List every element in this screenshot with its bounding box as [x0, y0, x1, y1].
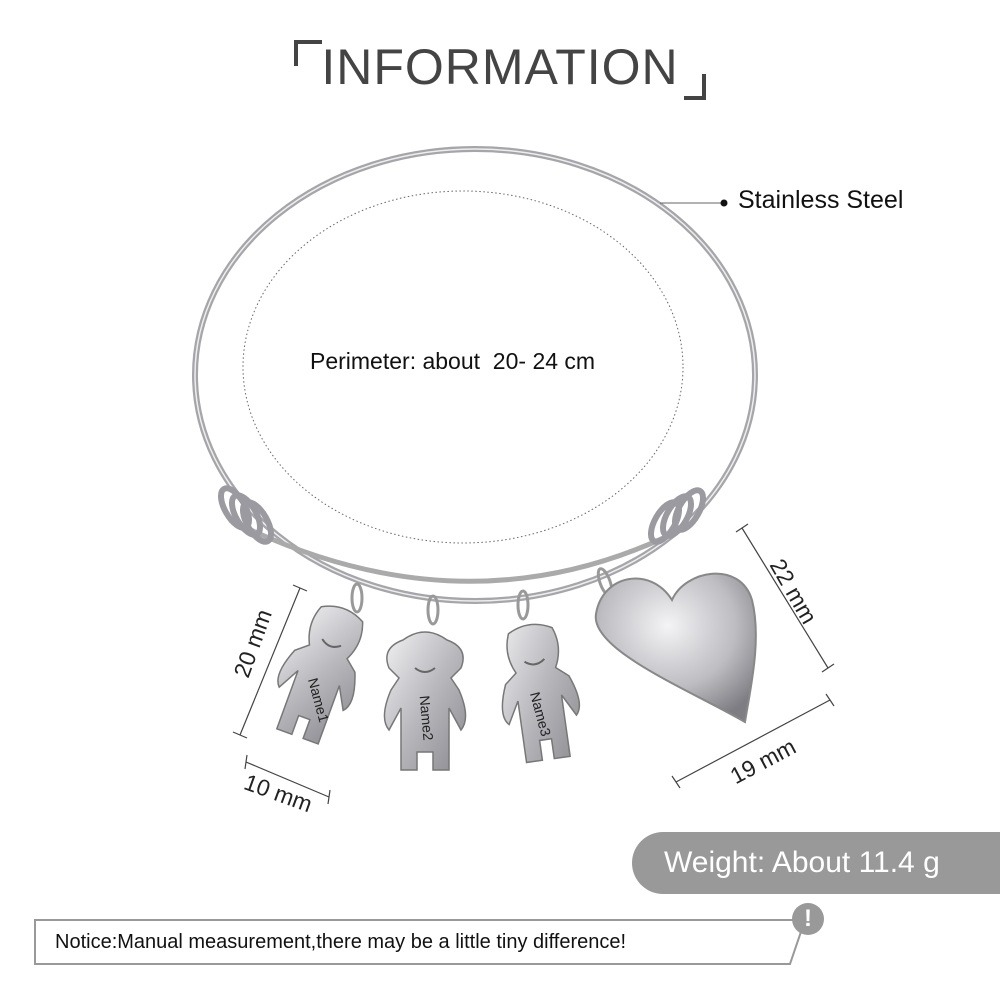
- coil-right: [648, 487, 706, 545]
- weight-badge: Weight: About 11.4 g: [632, 832, 1000, 894]
- page-title: INFORMATION: [321, 39, 679, 95]
- notice-box-frame: [34, 919, 807, 965]
- exclamation-icon: !: [792, 903, 824, 935]
- title-bracket-left: [294, 40, 322, 66]
- bangle-inner-wire: [228, 517, 692, 584]
- charm-boy-3: [501, 623, 581, 764]
- dimension-lines: [232, 523, 835, 805]
- material-pointer-dot: [720, 199, 728, 207]
- charm-girl: [383, 631, 467, 771]
- title-bracket-right: [684, 74, 706, 100]
- material-label: Stainless Steel: [738, 186, 904, 214]
- perimeter-dotted-line: [242, 190, 684, 544]
- heart-locket: [594, 572, 757, 724]
- notice-text: Notice:Manual measurement,there may be a…: [55, 931, 627, 953]
- perimeter-label: Perimeter: about 20- 24 cm: [310, 348, 596, 374]
- coil-left: [218, 485, 274, 545]
- charm-boy-1: [275, 605, 364, 745]
